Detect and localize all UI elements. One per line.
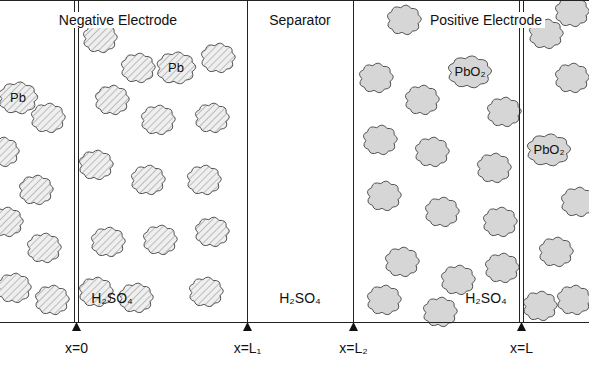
region-label: H₂SO₄ — [279, 290, 321, 306]
axis-label: x=0 — [65, 340, 88, 356]
particle — [35, 285, 69, 315]
cell-region: Negative ElectrodeH₂SO₄PbPb — [0, 0, 247, 322]
axis-label: x=L₂ — [339, 340, 367, 356]
region-label: Positive Electrode — [427, 12, 545, 28]
particle — [19, 175, 53, 205]
region-label: Negative Electrode — [56, 12, 180, 28]
tick-marks — [72, 322, 526, 331]
cell-boundaries — [0, 0, 589, 323]
particle: PbO₂ — [524, 131, 573, 169]
particle — [557, 285, 589, 315]
particle — [143, 225, 177, 255]
particle — [483, 207, 517, 237]
tick-mark — [72, 322, 81, 331]
tick-mark — [349, 322, 358, 331]
current-collector — [78, 0, 79, 322]
axis-label: x=L₁ — [234, 340, 262, 356]
particle — [201, 43, 235, 73]
tick-mark — [517, 322, 526, 331]
particle — [121, 53, 155, 83]
current-collector — [519, 0, 520, 322]
particle — [367, 285, 401, 315]
particle: Pb — [154, 49, 198, 87]
particle — [477, 153, 511, 183]
axis-label: x=L — [510, 340, 533, 356]
particle — [195, 217, 229, 247]
cell-region: SeparatorH₂SO₄ — [247, 0, 353, 322]
region-label: Separator — [269, 12, 330, 28]
cell-region: Positive ElectrodeH₂SO₄ PbO₂ PbO₂ — [353, 0, 589, 322]
particle — [561, 187, 589, 217]
particle — [359, 63, 393, 93]
current-collector — [74, 0, 75, 322]
particle — [485, 253, 519, 283]
particle — [0, 273, 31, 303]
particle — [0, 137, 19, 167]
particle — [425, 197, 459, 227]
boundary-line — [353, 0, 354, 322]
particle — [385, 247, 419, 277]
region-label: H₂SO₄ — [91, 290, 133, 306]
particle — [195, 103, 229, 133]
particle — [27, 233, 61, 263]
particle — [555, 63, 589, 93]
region-label: H₂SO₄ — [465, 290, 507, 306]
particle — [91, 227, 125, 257]
particle-label: Pb — [10, 90, 26, 106]
particle — [487, 97, 521, 127]
particle-label: PbO₂ — [454, 64, 485, 80]
tick-mark — [243, 322, 252, 331]
particle — [141, 105, 175, 135]
particle — [405, 85, 439, 115]
particle-group — [0, 0, 589, 327]
particle — [187, 165, 221, 195]
particle-label: PbO₂ — [533, 142, 564, 158]
particle — [189, 277, 223, 307]
particle — [367, 181, 401, 211]
particle-label: Pb — [168, 60, 184, 76]
top-border — [0, 0, 589, 1]
particle — [415, 137, 449, 167]
particle — [523, 291, 557, 321]
particle: PbO₂ — [445, 53, 494, 91]
particle — [31, 103, 65, 133]
particle: Pb — [0, 79, 40, 117]
particle — [95, 85, 129, 115]
particle — [79, 150, 113, 180]
particle — [555, 0, 589, 27]
particle — [539, 237, 573, 267]
x-axis — [0, 322, 589, 323]
particle — [0, 207, 23, 237]
particle — [131, 165, 165, 195]
boundary-line — [247, 0, 248, 322]
particle — [363, 125, 397, 155]
current-collector — [523, 0, 524, 322]
particle — [387, 5, 421, 35]
